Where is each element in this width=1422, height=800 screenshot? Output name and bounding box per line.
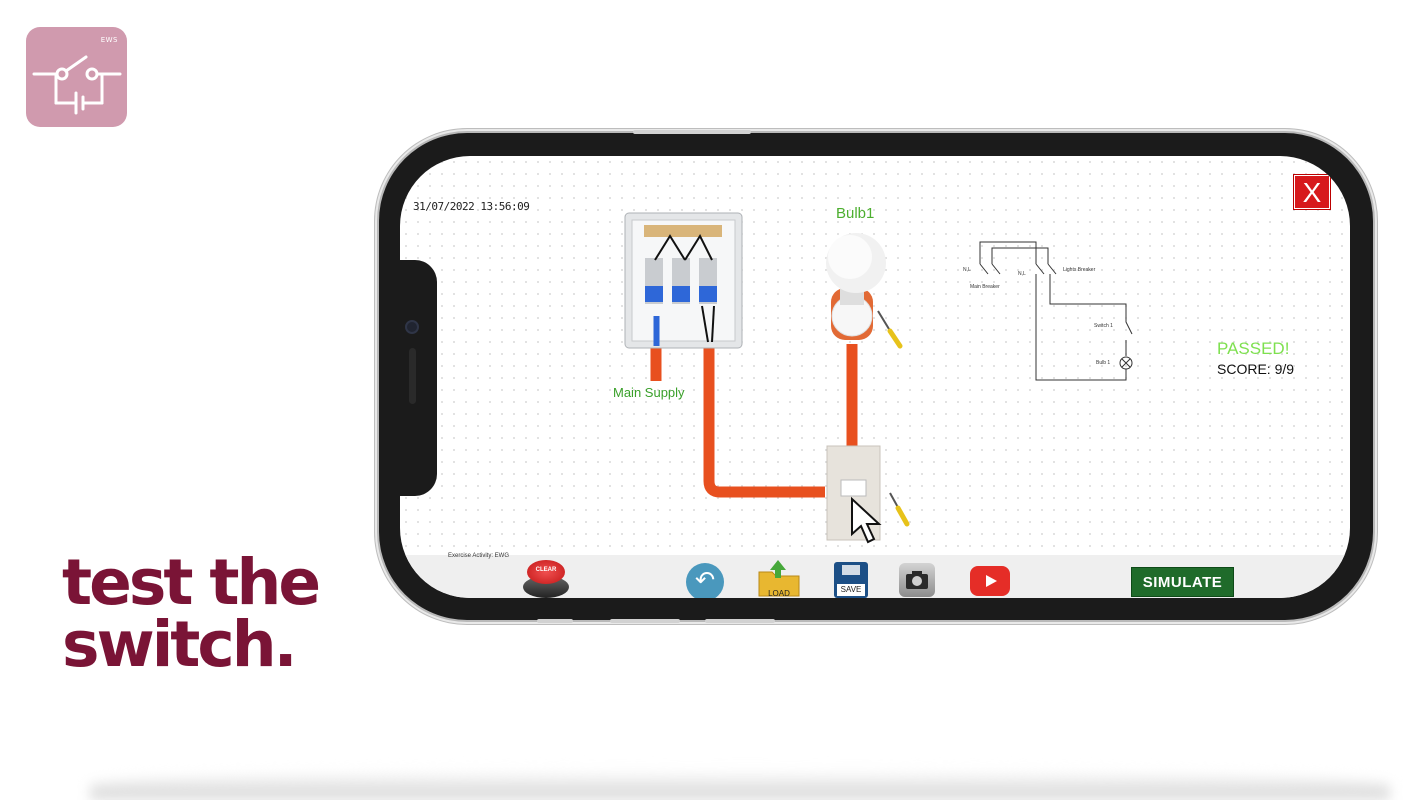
camera-icon — [906, 571, 928, 589]
bulb-fixture[interactable] — [826, 233, 886, 340]
youtube-button[interactable] — [970, 566, 1010, 596]
load-label: LOAD — [768, 589, 790, 598]
caption-line-1: test the — [62, 546, 321, 619]
power-button — [633, 130, 751, 134]
clear-button[interactable]: CLEAR — [523, 560, 569, 598]
conduit-pipes — [650, 341, 858, 498]
volume-down-button — [705, 619, 775, 623]
floor-shadow — [90, 770, 1390, 800]
result-score: SCORE: 9/9 — [1217, 361, 1295, 377]
phone-screen: 31/07/2022 13:56:09 X — [400, 156, 1350, 598]
svg-text:N,L: N,L — [963, 267, 971, 273]
cursor-icon — [851, 496, 882, 544]
earpiece-speaker — [409, 348, 416, 404]
main-supply-label: Main Supply — [613, 385, 685, 400]
undo-icon: ↶ — [694, 567, 716, 594]
save-disk-icon — [842, 565, 860, 575]
save-label: SAVE — [837, 584, 865, 596]
silent-switch — [537, 619, 573, 623]
load-folder-icon — [758, 560, 800, 597]
caption-text: test the switch. — [62, 546, 382, 681]
screwdriver-icon — [889, 492, 910, 527]
diagram-label-main-breaker: Main Breaker — [970, 284, 1000, 290]
switch-circuit-icon — [32, 55, 122, 115]
svg-text:N,L: N,L — [1018, 271, 1026, 277]
volume-up-button — [610, 619, 680, 623]
youtube-icon — [986, 575, 997, 587]
phone-notch — [400, 260, 437, 496]
clear-button-label: CLEAR — [535, 567, 557, 573]
close-button[interactable]: X — [1293, 174, 1331, 210]
front-camera — [405, 320, 419, 334]
diagram-label-switch: Switch 1 — [1094, 323, 1113, 329]
schematic-diagram: N,L N,L — [963, 241, 1133, 381]
caption-line-2: switch. — [62, 608, 298, 681]
load-button[interactable]: LOAD — [756, 558, 802, 598]
diagram-label-lights-breaker: Lights Breaker — [1063, 267, 1096, 273]
app-logo: EWS — [26, 27, 127, 127]
distribution-board[interactable] — [624, 212, 743, 349]
diagram-label-bulb: Bulb 1 — [1096, 360, 1111, 366]
circuit-canvas[interactable]: N,L N,L — [400, 156, 1350, 556]
save-button[interactable]: SAVE — [834, 562, 868, 598]
simulate-button[interactable]: SIMULATE — [1131, 567, 1234, 597]
exercise-activity-label: Exercise Activity: EWG — [448, 553, 510, 559]
timestamp: 31/07/2022 13:56:09 — [413, 200, 530, 213]
result-status: PASSED! — [1217, 339, 1290, 358]
screwdriver-icon — [877, 310, 903, 349]
clear-button-icon — [527, 560, 565, 584]
camera-button[interactable] — [899, 563, 935, 597]
undo-button[interactable]: ↶ — [686, 563, 724, 598]
logo-tag: EWS — [100, 36, 118, 44]
bulb-label: Bulb1 — [836, 205, 875, 222]
